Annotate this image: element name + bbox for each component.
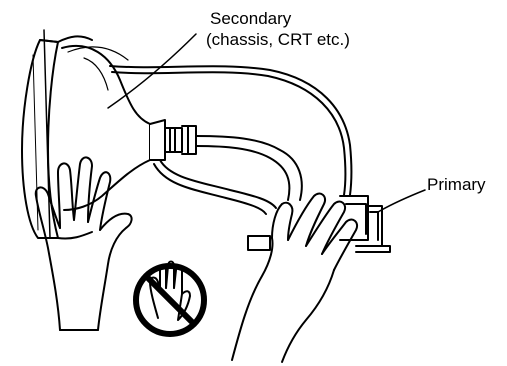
right-hand xyxy=(232,194,357,362)
primary-leader-line xyxy=(378,190,425,212)
primary-label: Primary xyxy=(427,175,486,195)
crt-funnel xyxy=(62,46,150,210)
secondary-label: Secondary xyxy=(210,9,291,29)
no-touch-icon xyxy=(136,262,204,335)
secondary-detail-label: (chassis, CRT etc.) xyxy=(206,30,350,50)
crt-neck xyxy=(150,120,196,160)
lower-cable xyxy=(154,136,302,214)
